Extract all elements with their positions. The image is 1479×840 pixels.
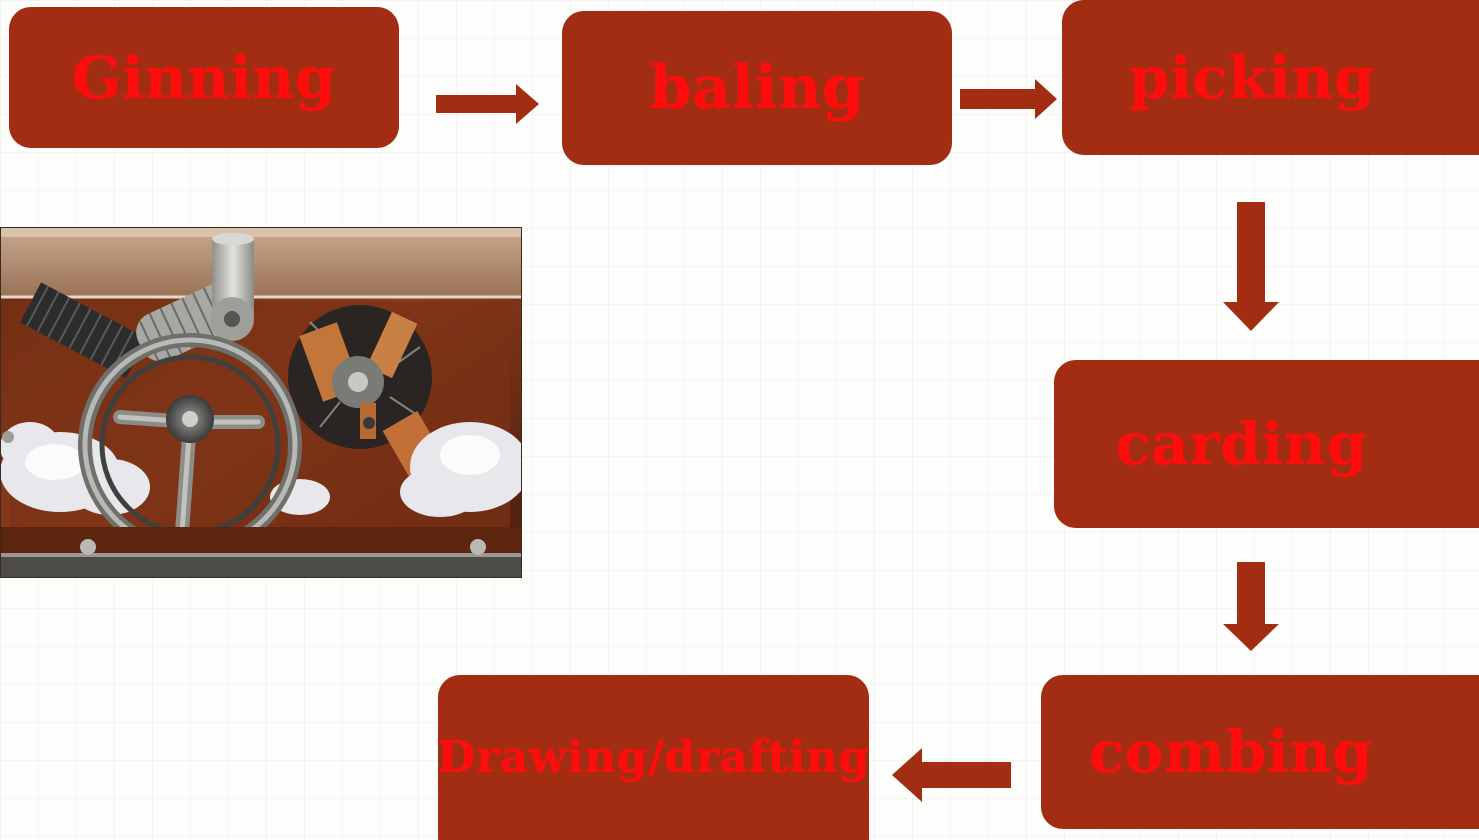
arrow-picking-to-carding bbox=[1223, 202, 1279, 331]
node-label-ginning: Ginning bbox=[71, 43, 337, 112]
node-label-combing: combing bbox=[1088, 718, 1374, 786]
node-label-carding: carding bbox=[1115, 410, 1368, 478]
arrow-carding-to-combing bbox=[1223, 562, 1279, 651]
node-carding: carding bbox=[1054, 360, 1479, 528]
node-ginning: Ginning bbox=[9, 7, 399, 148]
node-label-drawing-drafting: Drawing/drafting bbox=[437, 732, 870, 783]
node-label-baling: baling bbox=[649, 53, 865, 123]
arrow-baling-to-picking bbox=[960, 79, 1057, 119]
arrow-ginning-to-baling bbox=[436, 84, 539, 124]
cotton-gin-photo bbox=[0, 227, 522, 578]
node-baling: baling bbox=[562, 11, 952, 165]
node-label-picking: picking bbox=[1128, 43, 1376, 112]
node-combing: combing bbox=[1041, 675, 1479, 829]
node-drawing-drafting: Drawing/drafting bbox=[437, 675, 870, 840]
node-picking: picking bbox=[1062, 0, 1479, 155]
arrow-combing-to-drawing bbox=[892, 748, 1011, 802]
